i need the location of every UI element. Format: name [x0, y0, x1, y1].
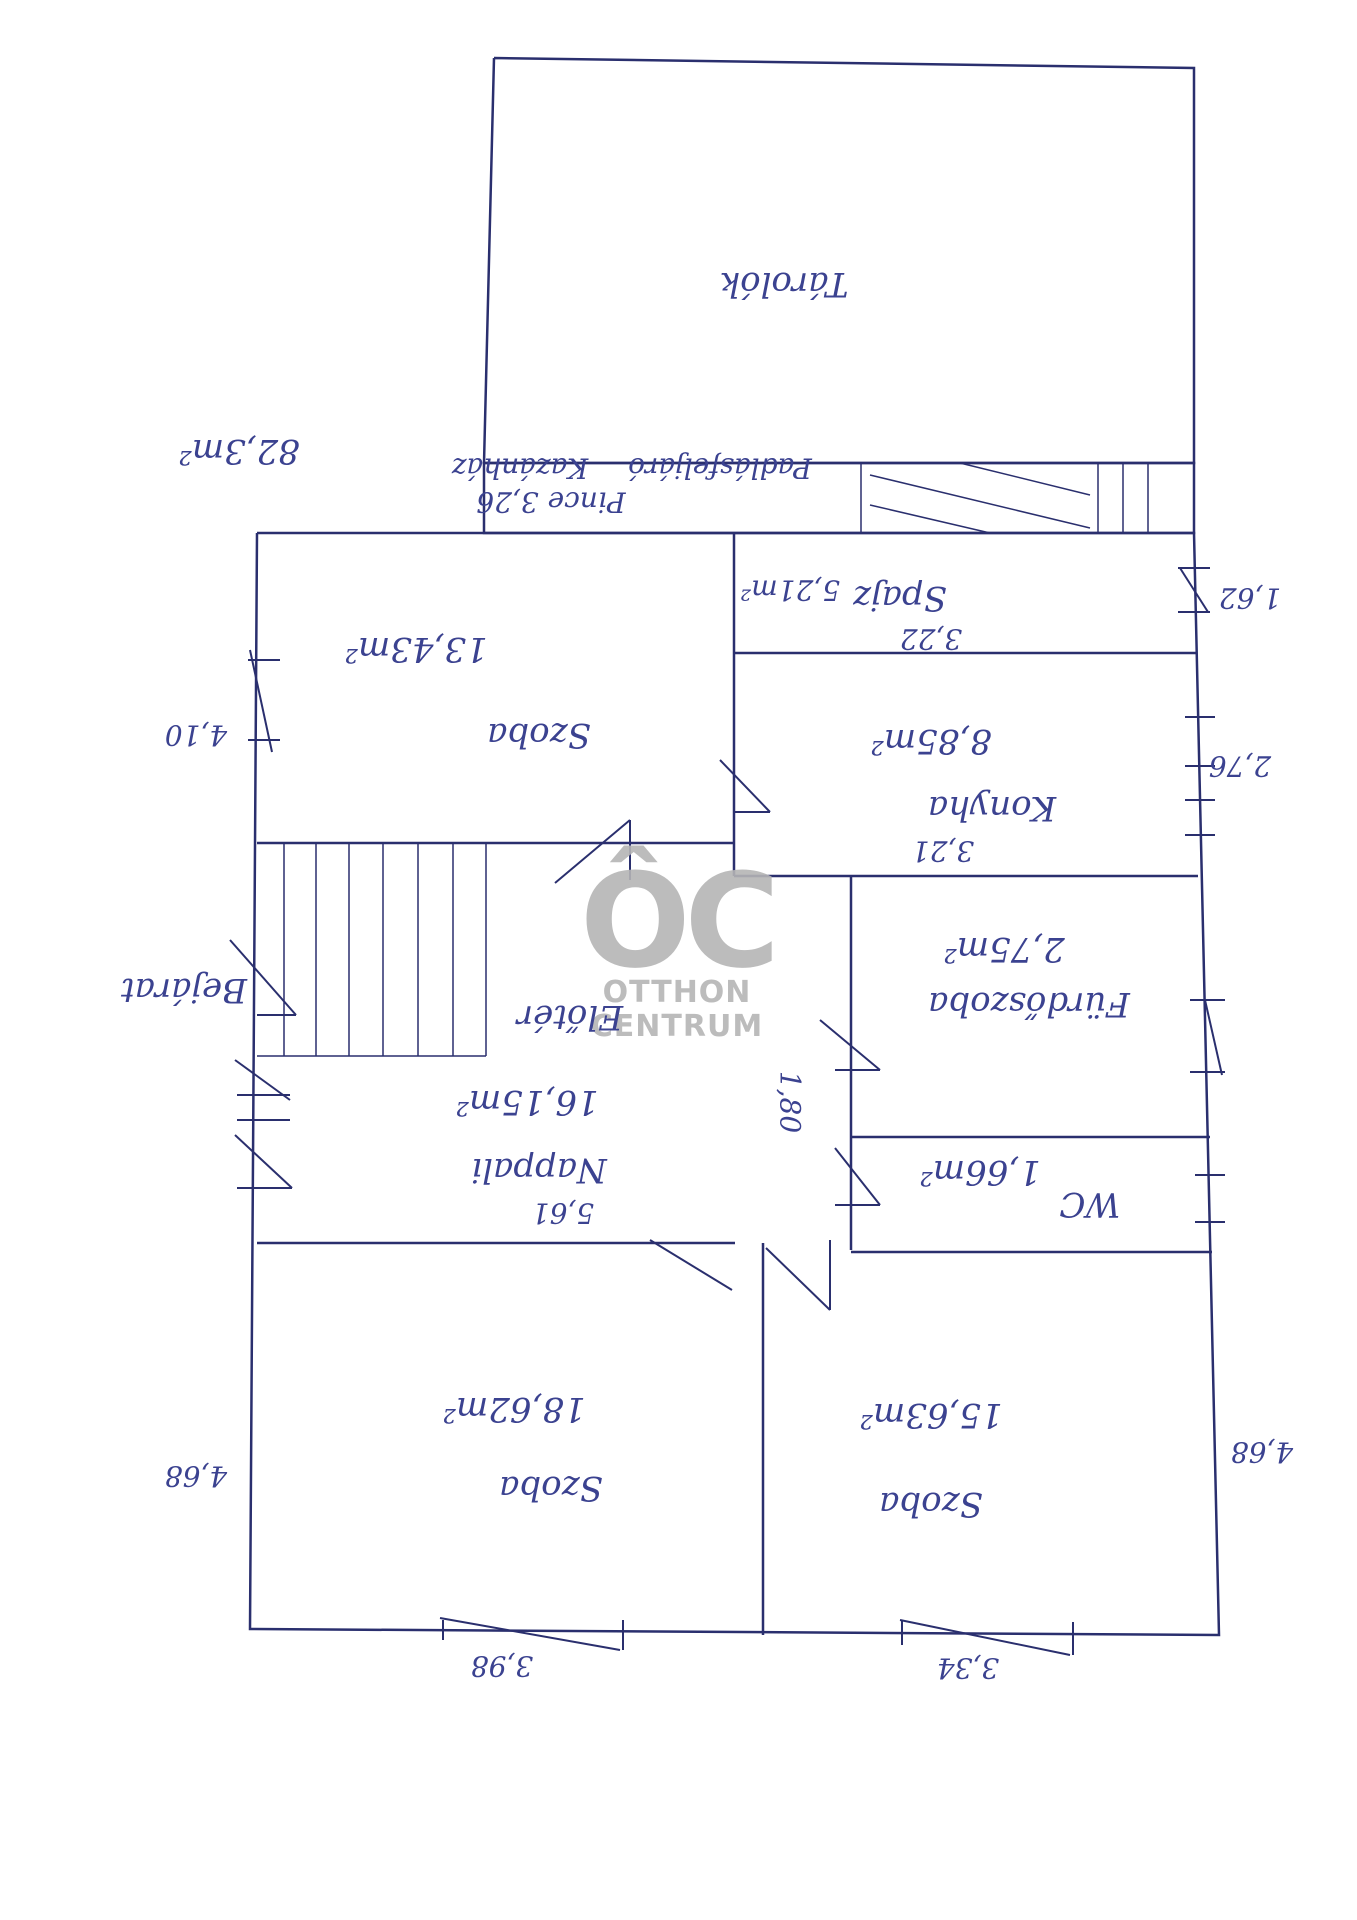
room-area: 2,75m² [943, 929, 1065, 969]
room-area: 1,66m² [919, 1152, 1041, 1192]
entrance-label: Bejárat [120, 970, 248, 1010]
dimension: 5,61 [531, 1196, 595, 1230]
room-area: 16,15m² [455, 1082, 599, 1122]
room-area: 15,63m² [859, 1395, 1003, 1435]
attic-label: Padlásfeljáró [628, 451, 812, 485]
storage-outline [482, 56, 1196, 465]
dimension: 4,10 [164, 718, 228, 752]
internal-walls [257, 533, 1212, 1635]
room-name: Konyha [927, 788, 1057, 828]
room-name: Szoba [499, 1468, 603, 1508]
room-name: Fürdőszoba [928, 984, 1130, 1024]
storage-label: Tárolók [719, 264, 849, 304]
door-window-marks [229, 567, 1225, 1656]
room-area: 13,43m² [344, 629, 488, 669]
dimension: 3,98 [470, 1649, 534, 1683]
staircase [257, 843, 487, 1057]
dimension: 4,68 [1230, 1435, 1294, 1469]
watermark-logo: ÔC OTTHON CENTRUM [580, 845, 780, 1044]
total-area: 82,3m² [178, 431, 300, 471]
cellar-label: Pince 3,26 [476, 485, 626, 519]
room-area: 8,85m² [870, 721, 992, 761]
dimension: 4,68 [164, 1459, 228, 1493]
room-name: Spajz [853, 578, 947, 618]
house-outline [248, 531, 1221, 1637]
room-name: Szoba [879, 1484, 983, 1524]
room-name: Nappali [471, 1150, 607, 1190]
room-name: Előtér [516, 997, 624, 1037]
dimension: 3,22 [899, 622, 963, 656]
dimension: 3,21 [911, 834, 975, 868]
room-name: WC [1059, 1184, 1121, 1224]
dimension: 1,80 [773, 1070, 807, 1134]
hatched-area [860, 462, 1149, 534]
room-area: 5,21m² [739, 573, 841, 607]
dimension: 1,62 [1218, 581, 1282, 615]
room-name: Szoba [487, 715, 591, 755]
boiler-label: Kazánház [451, 451, 589, 485]
dimension: 3,34 [936, 1651, 1000, 1685]
dimension: 2,76 [1208, 749, 1272, 783]
room-area: 18,62m² [442, 1389, 586, 1429]
